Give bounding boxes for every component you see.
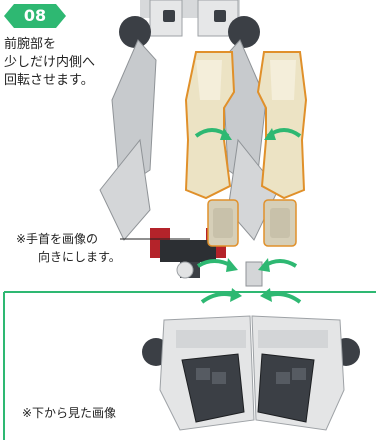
left-forearm-highlight xyxy=(184,51,239,247)
instruction-line: 前腕部を xyxy=(4,37,57,52)
rotate-inward-arrow-icon xyxy=(200,288,302,304)
step-number: 08 xyxy=(23,6,47,25)
robot-upper-body xyxy=(99,0,279,287)
instruction-text: 前腕部を 少しだけ内側へ 回転させます。 xyxy=(4,36,114,90)
step-number-badge: 08 xyxy=(4,4,66,28)
bottom-view-caption: ※下から見た画像 xyxy=(22,406,117,420)
right-forearm-highlight xyxy=(256,51,308,247)
rotate-inward-arrow-icon xyxy=(264,128,302,140)
instruction-line: 少しだけ内側へ xyxy=(4,55,96,70)
wrist-note-line: 向きにします。 xyxy=(38,250,121,264)
rotate-inward-arrow-icon xyxy=(194,128,232,140)
instruction-line: 回転させます。 xyxy=(4,73,94,88)
step-badge-shape xyxy=(4,4,66,28)
rotate-inward-arrow-icon xyxy=(196,258,298,272)
wrist-note-line: ※手首を画像の xyxy=(16,232,99,246)
wrist-note: ※手首を画像の 向きにします。 xyxy=(16,230,121,266)
bottom-view-frame xyxy=(3,291,376,440)
hands-bottom-view xyxy=(142,315,360,431)
